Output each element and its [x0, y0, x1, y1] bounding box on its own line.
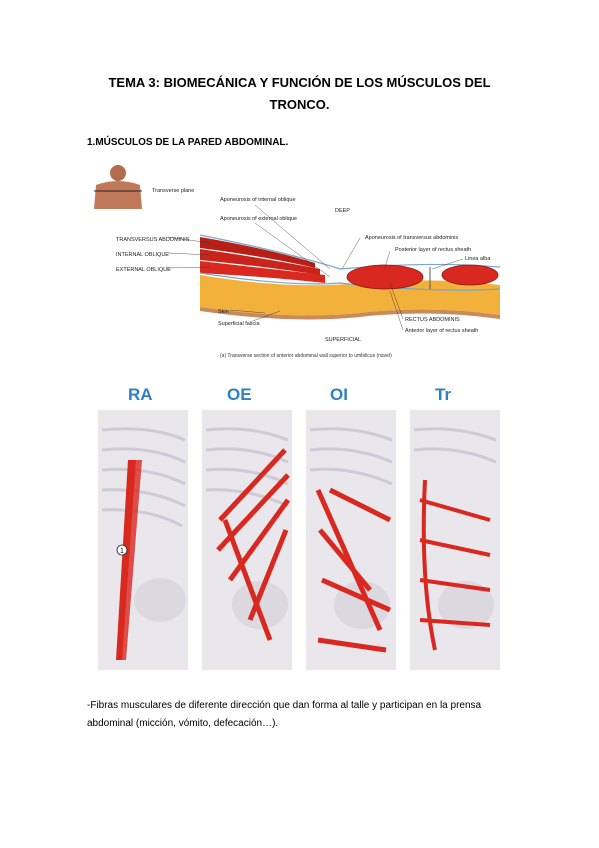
label-transverse-plane: Transverse plane: [152, 188, 194, 194]
panel-tr: Tr: [410, 385, 500, 670]
label-posterior-layer: Posterior layer of rectus sheath: [395, 247, 471, 253]
panel-ra: RA 1: [98, 385, 188, 670]
figure1-caption: (a) Transverse section of anterior abdom…: [220, 353, 392, 359]
label-aponeurosis-transversus: Aponeurosis of transversus abdominis: [365, 235, 458, 241]
panel-oe: OE: [202, 385, 292, 670]
section-heading: 1.MÚSCULOS DE LA PARED ABDOMINAL.: [87, 137, 289, 148]
label-aponeurosis-internal-oblique: Aponeurosis of internal oblique: [220, 197, 296, 203]
label-superficial: SUPERFICIAL: [325, 337, 361, 343]
label-rectus-abdominis: RECTUS ABDOMINIS: [405, 317, 460, 323]
panel-title-tr: Tr: [435, 385, 451, 404]
panel-title-ra: RA: [128, 385, 153, 404]
label-anterior-layer: Anterior layer of rectus sheath: [405, 328, 478, 334]
panel-title-oe: OE: [227, 385, 252, 404]
marker-1: 1: [120, 548, 124, 555]
leader-lines: [167, 204, 464, 331]
label-external-oblique: EXTERNAL OBLIQUE: [116, 267, 171, 273]
label-superficial-fascia: Superficial fascia: [218, 321, 261, 327]
panel-title-oi: OI: [330, 385, 348, 404]
label-aponeurosis-external-oblique: Aponeurosis of external oblique: [220, 216, 297, 222]
muscle-panels-figure: RA 1 OE OI: [98, 385, 500, 670]
abdominal-wall-section-figure: Transverse plane Aponeurosis of internal…: [94, 165, 501, 359]
title-line-2: TRONCO.: [269, 97, 330, 112]
label-internal-oblique: INTERNAL OBLIQUE: [116, 252, 169, 258]
body-paragraph: -Fibras musculares de diferente direcció…: [87, 700, 482, 729]
label-skin: Skin: [218, 309, 229, 315]
page-title: TEMA 3: BIOMECÁNICA Y FUNCIÓN DE LOS MÚS…: [60, 72, 539, 116]
title-line-1: TEMA 3: BIOMECÁNICA Y FUNCIÓN DE LOS MÚS…: [108, 75, 491, 90]
wall-layers: [199, 234, 501, 320]
label-linea-alba: Linea alba: [465, 256, 491, 262]
torso-thumbnail: [94, 165, 142, 209]
panel-oi: OI: [306, 385, 396, 670]
label-deep: DEEP: [335, 208, 350, 214]
label-transversus-abdominis: TRANSVERSUS ABDOMINIS: [116, 237, 190, 243]
